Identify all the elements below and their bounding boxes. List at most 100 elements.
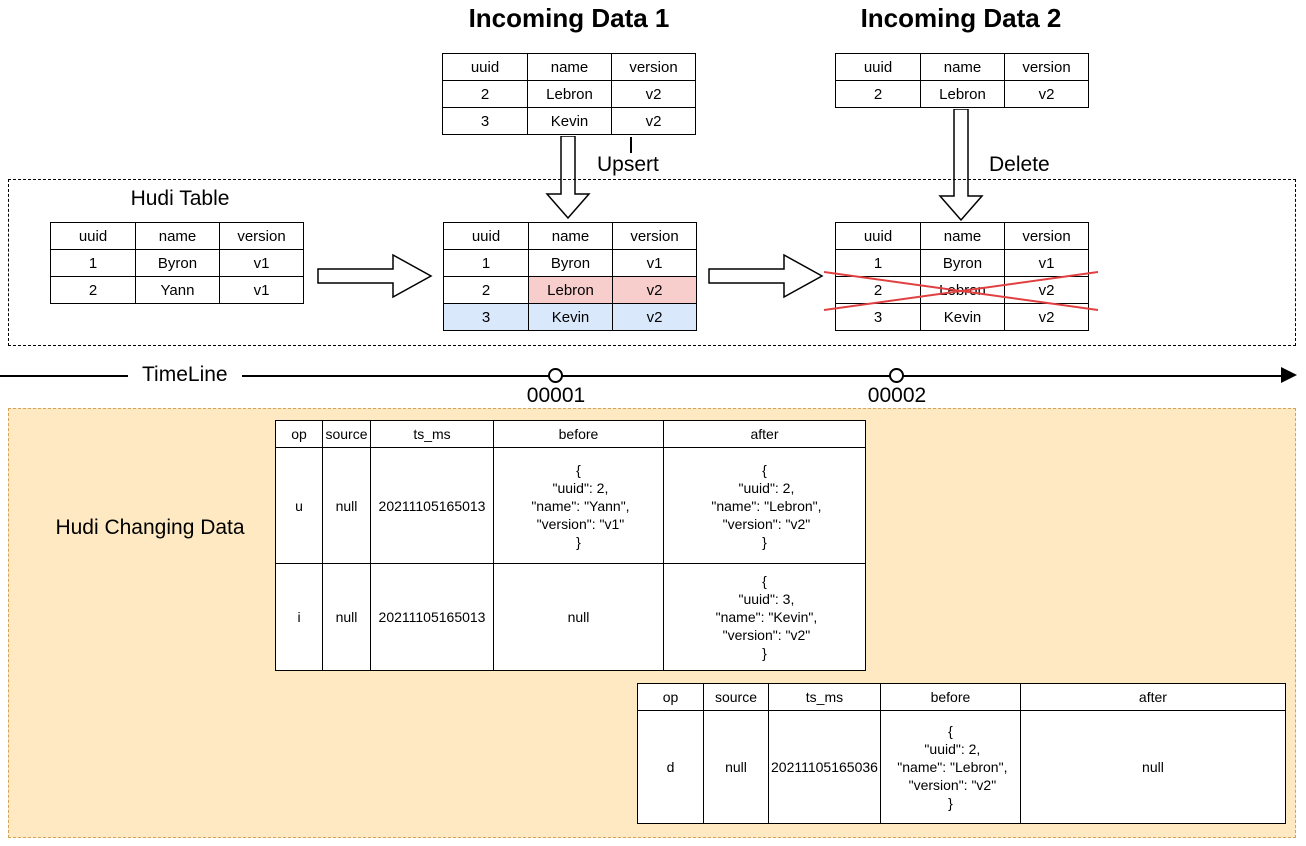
op-cell: i: [275, 563, 323, 671]
op-cell: u: [275, 447, 323, 564]
ts-cell: 20211105165036: [768, 710, 881, 824]
hudi-changing-data-label: Hudi Changing Data: [55, 516, 245, 539]
upsert-label-leader-line: [630, 137, 632, 153]
hudi-table-initial: uuid name version 1 Byron v1 2 Yann v1: [50, 222, 304, 304]
column-header: uuid: [835, 53, 921, 81]
updated-row: 2 Lebron v2: [443, 276, 697, 304]
hudi-table-after-delete: uuid name version 1 Byron v1 2 Lebron v2…: [835, 222, 1089, 331]
ts-cell: 20211105165013: [370, 563, 494, 671]
after-cell: { "uuid": 3, "name": "Kevin", "version":…: [663, 563, 866, 671]
table-header-row: uuid name version: [835, 53, 1089, 81]
column-header: name: [135, 222, 220, 250]
table-cell: 2: [443, 276, 529, 304]
upsert-label: Upsert: [597, 153, 659, 176]
before-cell: { "uuid": 2, "name": "Lebron", "version"…: [879, 710, 1021, 824]
deleted-row: 2 Lebron v2: [835, 276, 1089, 304]
delete-arrow-icon: [938, 109, 984, 222]
table-header-row: op source ts_ms before after: [275, 420, 866, 448]
timeline-arrowhead-icon: [1281, 367, 1297, 383]
column-header: before: [879, 683, 1021, 711]
table-cell: Byron: [528, 249, 613, 277]
column-header: name: [920, 53, 1005, 81]
hudi-table-box: [8, 179, 1296, 346]
flow-arrow-1-icon: [317, 253, 433, 299]
source-cell: null: [322, 563, 371, 671]
table-header-row: uuid name version: [835, 222, 1089, 250]
table-cell: 3: [442, 107, 528, 135]
table-cell: Lebron: [920, 80, 1005, 108]
column-header: version: [612, 222, 697, 250]
ts-cell: 20211105165013: [370, 447, 494, 564]
table-cell: Yann: [135, 276, 220, 304]
inserted-cell: Kevin: [528, 303, 613, 331]
commit-label-1: 00001: [526, 384, 586, 407]
table-row: 1 Byron v1: [443, 249, 697, 277]
column-header: version: [219, 222, 304, 250]
table-cell: 2: [835, 80, 921, 108]
inserted-cell: 3: [443, 303, 529, 331]
column-header: name: [920, 222, 1005, 250]
table-row: 2 Lebron v2: [835, 80, 1089, 108]
table-cell: Kevin: [920, 303, 1005, 331]
table-row: 2 Lebron v2: [442, 80, 696, 108]
incoming-data-1-title: Incoming Data 1: [468, 3, 670, 33]
timeline-line: [0, 375, 1284, 377]
deleted-row-cross-icon: [824, 271, 1098, 311]
inserted-cell: v2: [612, 303, 697, 331]
table-row: 2 Yann v1: [50, 276, 304, 304]
column-header: uuid: [443, 222, 529, 250]
column-header: op: [637, 683, 704, 711]
table-header-row: uuid name version: [50, 222, 304, 250]
table-cell: 2: [442, 80, 528, 108]
cdc-row-insert: i null 20211105165013 null { "uuid": 3, …: [275, 563, 866, 671]
table-cell: v1: [219, 276, 304, 304]
flow-arrow-2-icon: [708, 253, 824, 299]
column-header: uuid: [442, 53, 528, 81]
column-header: name: [527, 53, 612, 81]
upsert-arrow-icon: [545, 136, 591, 220]
column-header: name: [528, 222, 613, 250]
op-cell: d: [637, 710, 704, 824]
updated-cell: Lebron: [528, 276, 613, 304]
updated-cell: v2: [612, 276, 697, 304]
table-header-row: uuid name version: [442, 53, 696, 81]
inserted-row: 3 Kevin v2: [443, 303, 697, 331]
column-header: op: [275, 420, 323, 448]
after-cell: null: [1019, 710, 1286, 824]
table-row: 1 Byron v1: [50, 249, 304, 277]
table-cell: Kevin: [527, 107, 612, 135]
table-cell: Byron: [920, 249, 1005, 277]
table-cell: v1: [219, 249, 304, 277]
incoming-data-1-table: uuid name version 2 Lebron v2 3 Kevin v2: [442, 53, 696, 135]
table-header-row: op source ts_ms before after: [637, 683, 1286, 711]
table-row: 3 Kevin v2: [835, 303, 1089, 331]
before-cell: { "uuid": 2, "name": "Yann", "version": …: [493, 447, 664, 564]
incoming-data-2-title: Incoming Data 2: [860, 3, 1062, 33]
commit-marker-2: [889, 368, 904, 383]
column-header: source: [703, 683, 769, 711]
table-cell: v2: [611, 107, 696, 135]
incoming-data-2-table: uuid name version 2 Lebron v2: [835, 53, 1089, 108]
commit-marker-1: [548, 368, 563, 383]
table-cell: Lebron: [527, 80, 612, 108]
table-cell: v2: [611, 80, 696, 108]
cdc-row-update: u null 20211105165013 { "uuid": 2, "name…: [275, 447, 866, 564]
table-row: 1 Byron v1: [835, 249, 1089, 277]
before-cell: null: [493, 563, 664, 671]
hudi-table-after-upsert: uuid name version 1 Byron v1 2 Lebron v2…: [443, 222, 697, 331]
column-header: source: [322, 420, 371, 448]
column-header: uuid: [835, 222, 921, 250]
column-header: ts_ms: [768, 683, 881, 711]
delete-label: Delete: [989, 153, 1050, 176]
source-cell: null: [703, 710, 769, 824]
source-cell: null: [322, 447, 371, 564]
column-header: ts_ms: [370, 420, 494, 448]
column-header: version: [611, 53, 696, 81]
cdc-row-delete: d null 20211105165036 { "uuid": 2, "name…: [637, 710, 1286, 824]
cdc-table-1: op source ts_ms before after u null 2021…: [275, 420, 866, 671]
table-cell: 2: [50, 276, 136, 304]
column-header: version: [1004, 222, 1089, 250]
table-header-row: uuid name version: [443, 222, 697, 250]
table-cell: v1: [612, 249, 697, 277]
